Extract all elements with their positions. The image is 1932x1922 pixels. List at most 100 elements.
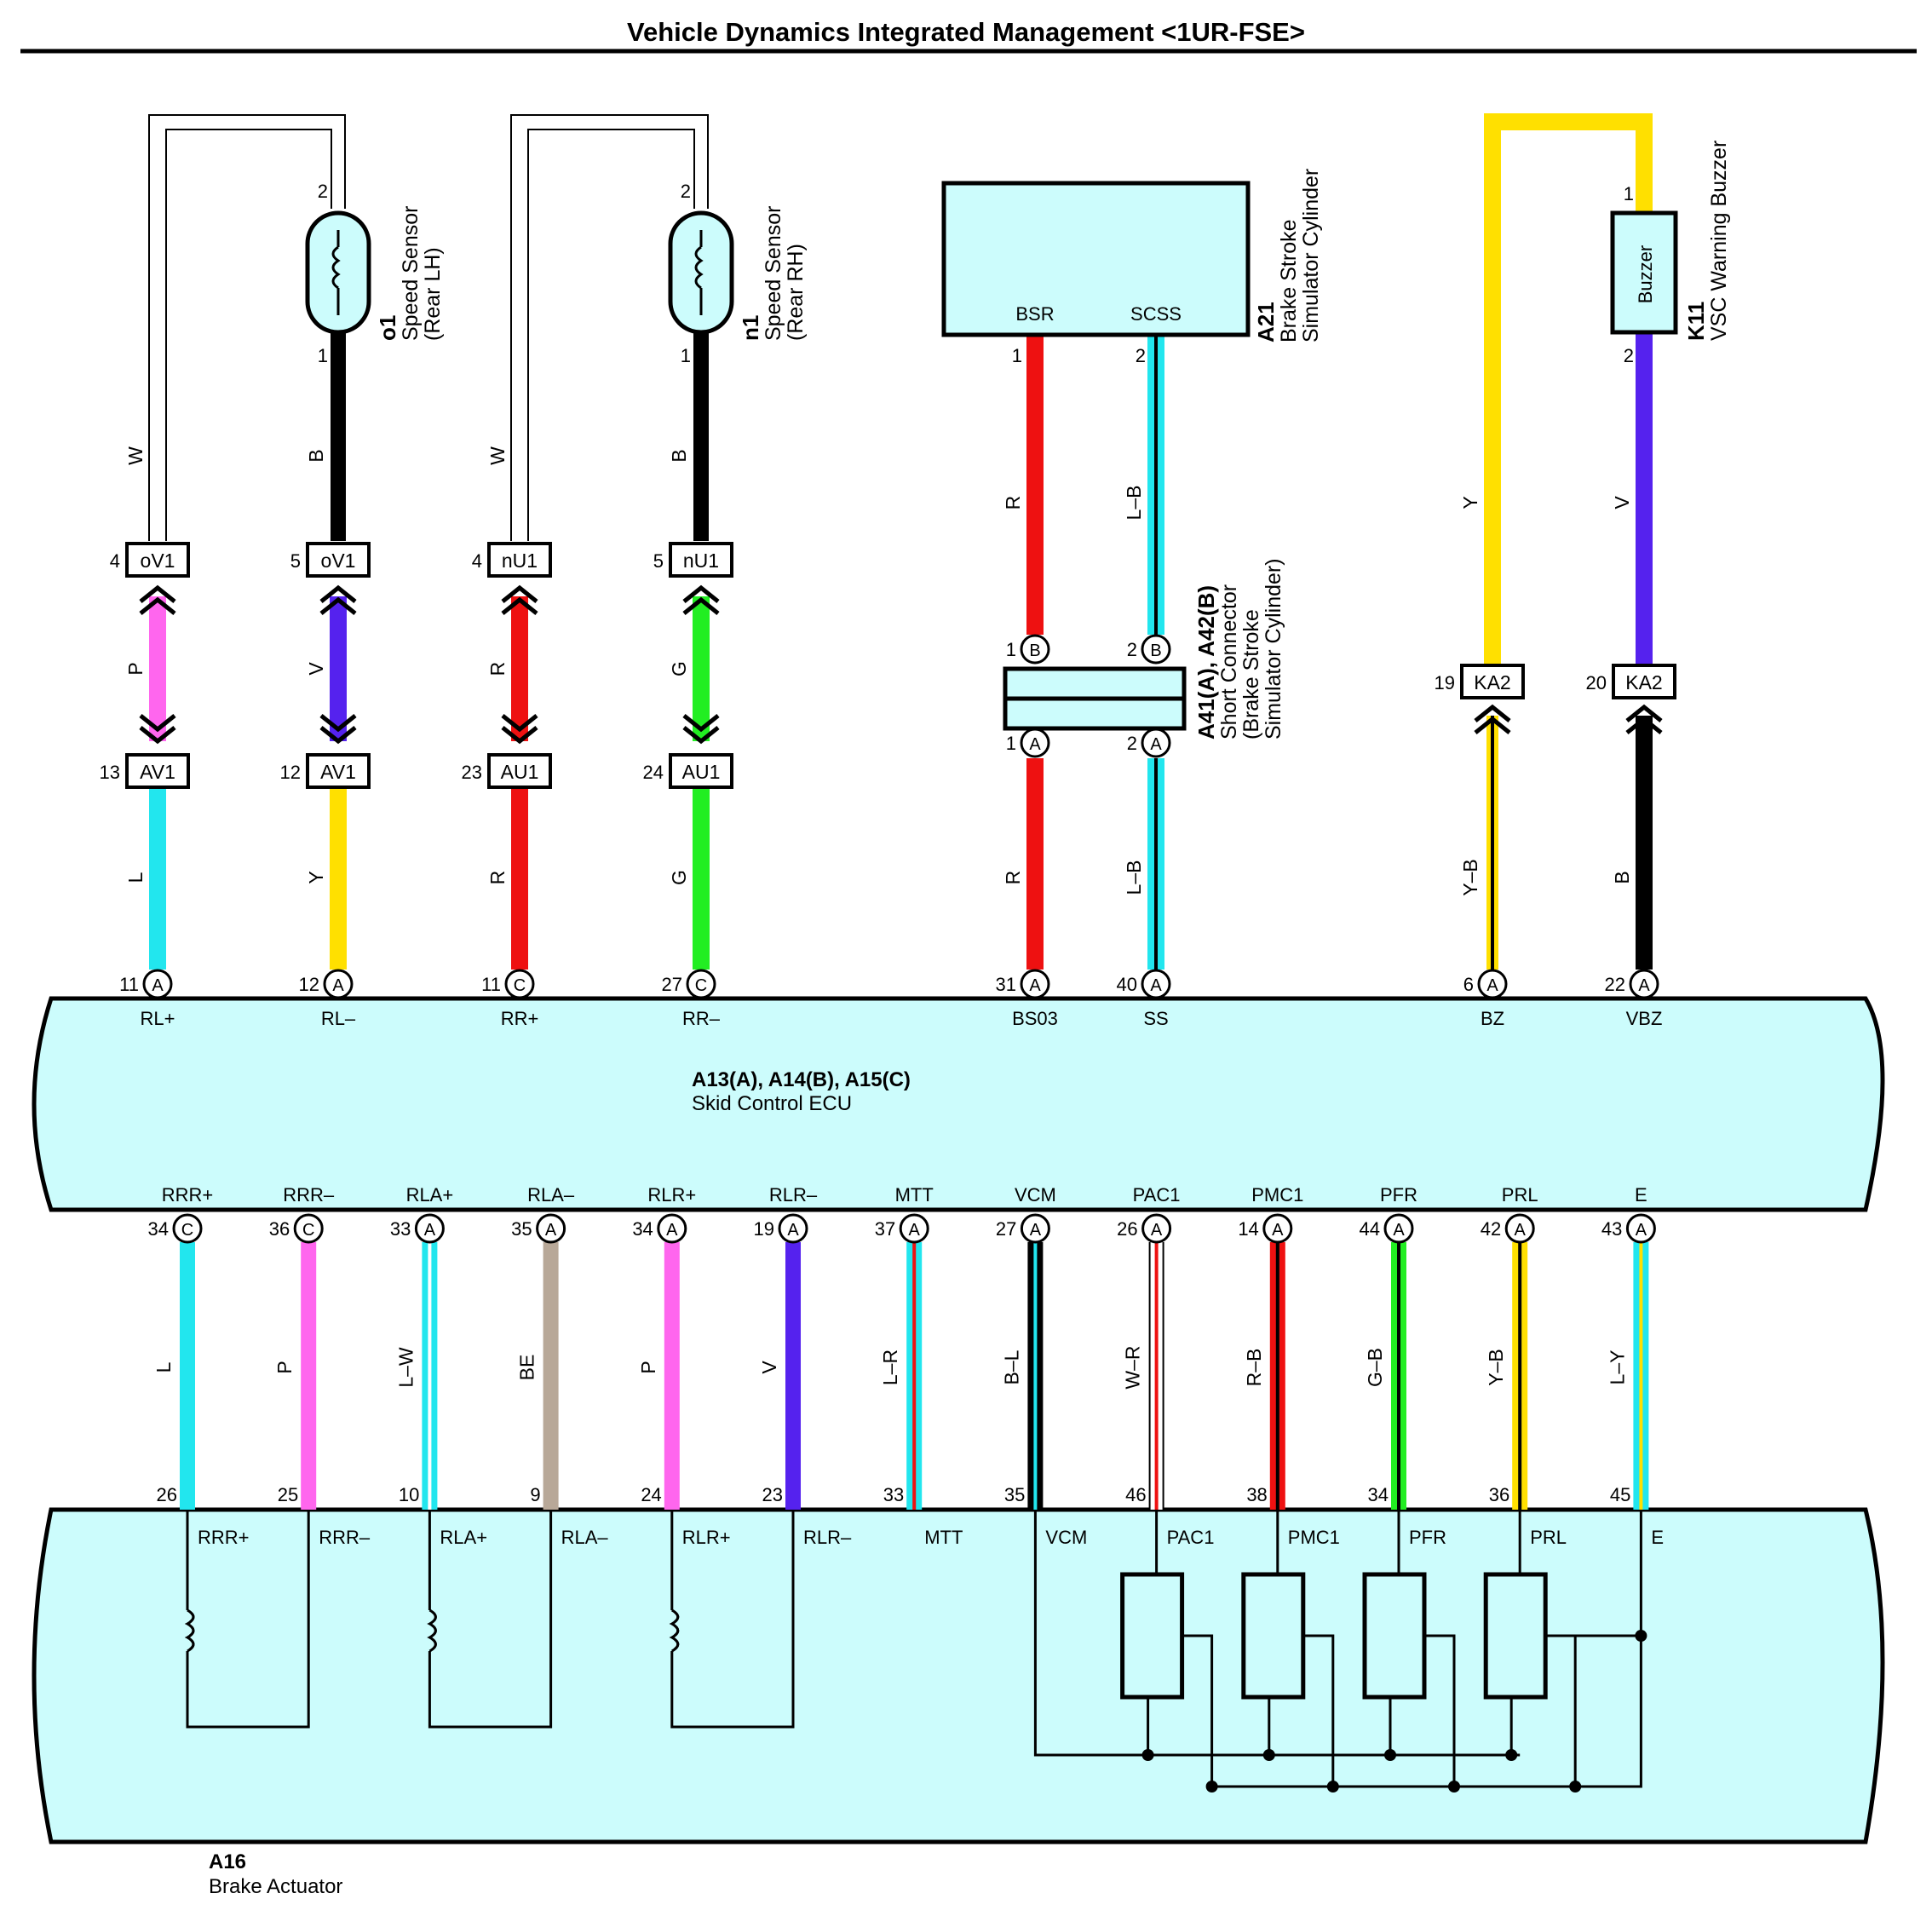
buzzer-circuit-1-conn-pin: 20 (1586, 672, 1607, 693)
lower-circuit-9-act-signal: PMC1 (1288, 1527, 1340, 1548)
lower-circuit-2-ecu-signal: RLA+ (406, 1184, 454, 1206)
upper-circuit-0-upper-wire: W (124, 446, 147, 465)
buzzer-circuit-0-ecu-circle-letter: A (1486, 976, 1498, 995)
lower-circuit-6-act-pin: 33 (883, 1484, 904, 1505)
buzzer-pin-bottom: 2 (1624, 345, 1634, 366)
lower-circuit-1-act-signal: RRR– (319, 1527, 371, 1548)
lower-circuit-3-act-pin: 9 (530, 1484, 540, 1505)
brake-circuit-0-low-label: R (1002, 871, 1024, 885)
lower-circuit-1-ecu-signal: RRR– (283, 1184, 335, 1206)
upper-circuit-2-conn-bot-label: AU1 (501, 761, 539, 783)
buzzer-circuit-1-conn-label: KA2 (1625, 671, 1662, 693)
lower-circuit-5-ecu-signal: RLR– (769, 1184, 818, 1206)
upper-circuit-1-conn-top-pin: 5 (290, 550, 301, 572)
lower-circuit-4-ecu-circle-letter: A (666, 1221, 678, 1240)
upper-circuit-3-signal: RR– (682, 1008, 721, 1029)
upper-circuit-2-conn-top-pin: 4 (472, 550, 482, 572)
lower-circuit-7-ecu-circle: A (1020, 1213, 1050, 1244)
brake-circuit-0-upper-label: R (1002, 496, 1024, 510)
a21-name: A21 (1253, 302, 1279, 342)
lower-circuit-0-act-pin: 26 (157, 1484, 177, 1505)
lower-circuit-11-ecu-pin: 42 (1481, 1218, 1501, 1240)
buzzer-circuit-1-low-label: B (1611, 871, 1633, 883)
upper-circuit-3-ecu-pin: 27 (662, 974, 682, 995)
upper-circuit-1-chevron-bot (319, 714, 357, 745)
lower-circuit-9-ecu-circle-letter: A (1272, 1221, 1284, 1240)
lower-circuit-5-act-pin: 23 (762, 1484, 783, 1505)
upper-circuit-3-low-wire-label: G (668, 870, 690, 885)
upper-circuit-1-conn-top-label: oV1 (321, 550, 356, 572)
lower-circuit-2-ecu-circle-letter: A (424, 1221, 436, 1240)
actuator-solenoid-1 (427, 1510, 553, 1729)
lower-circuit-7-act-signal: VCM (1045, 1527, 1087, 1548)
upper-circuit-2-ecu-pin: 11 (481, 974, 501, 995)
diagram-title: Vehicle Dynamics Integrated Management <… (627, 17, 1305, 47)
upper-circuit-0-conn-bot-label: AV1 (140, 761, 175, 783)
lower-circuit-2-ecu-circle: A (414, 1213, 445, 1244)
lower-circuit-9-act-pin: 38 (1246, 1484, 1267, 1505)
lower-circuit-9-ecu-circle: A (1262, 1213, 1293, 1244)
buzzer-circuit-1-signal: VBZ (1626, 1008, 1663, 1029)
upper-circuit-3-conn-bot-pin: 24 (643, 762, 664, 783)
lower-circuit-8-ecu-circle-letter: A (1151, 1221, 1163, 1240)
upper-circuit-0-chevron-bot (139, 714, 176, 745)
upper-circuit-0-conn-top-label: oV1 (141, 550, 175, 572)
lower-circuit-0-act-signal: RRR+ (198, 1527, 250, 1548)
lower-circuit-11-ecu-signal: PRL (1502, 1184, 1538, 1206)
lower-circuit-1-ecu-circle: C (293, 1213, 324, 1244)
ecu-desc: Skid Control ECU (692, 1092, 852, 1115)
buzzer-circuit-0-chevron (1474, 704, 1511, 734)
upper-circuit-3-upper-wire: B (668, 449, 690, 462)
short-connector-pin-a1: 1 (1006, 733, 1016, 754)
sensor-o1-name: o1 (375, 315, 400, 341)
actuator-name: A16 (209, 1850, 246, 1873)
pressure-sensor-2 (1362, 1572, 1427, 1700)
brake-circuit-1-low-label: L–B (1123, 860, 1145, 895)
sensor-n1-line2: (Rear RH) (784, 244, 808, 341)
buzzer-circuit-0-ecu-pin: 6 (1463, 974, 1474, 995)
upper-circuit-0-conn-top: oV1 4 (110, 542, 190, 578)
lower-circuit-10-act-pin: 34 (1368, 1484, 1389, 1505)
lower-circuit-10-ecu-circle-letter: A (1393, 1221, 1405, 1240)
pressure-sensor-1 (1241, 1572, 1306, 1700)
lower-circuit-5-act-signal: RLR– (803, 1527, 852, 1548)
upper-circuit-0-conn-top-pin: 4 (110, 550, 120, 572)
lower-circuit-5-ecu-circle-letter: A (787, 1221, 799, 1240)
lower-circuit-3-wire-label: BE (516, 1355, 538, 1381)
sensor-n1-name: n1 (738, 315, 763, 341)
lower-circuit-7-ecu-signal: VCM (1015, 1184, 1056, 1206)
short-connector-b1: B (1020, 634, 1050, 665)
lower-circuit-5-ecu-circle: A (778, 1213, 808, 1244)
sensor-n1-loop-wire (510, 114, 709, 541)
upper-circuit-3-conn-bot: AU1 24 (643, 753, 733, 789)
speed-sensor-o1 (305, 210, 371, 335)
lower-circuit-12-wire-label: L–Y (1606, 1350, 1628, 1385)
lower-circuit-4-ecu-pin: 34 (632, 1218, 653, 1240)
pressure-sensor-3 (1483, 1572, 1548, 1700)
upper-circuit-1-mid-wire-label: V (305, 662, 327, 676)
upper-circuit-1-signal: RL– (321, 1008, 356, 1029)
lower-circuit-0-wire-label: L (152, 1361, 175, 1372)
lower-circuit-4-wire-label: P (637, 1361, 659, 1373)
short-connector-b1-letter: B (1029, 642, 1040, 660)
sensor-o1-loop-wire (148, 114, 346, 541)
upper-circuit-2-mid-wire-label: R (486, 662, 509, 676)
upper-circuit-2-conn-bot-pin: 23 (462, 762, 482, 783)
buzzer-circuit-0-conn-pin: 19 (1435, 672, 1455, 693)
lower-circuit-8-wire-label: W–R (1122, 1345, 1144, 1389)
buzzer-circuit-0-low-label: Y–B (1459, 859, 1481, 895)
short-connector-name: A41(A), A42(B) (1193, 585, 1219, 739)
lower-circuit-6-act-signal: MTT (924, 1527, 963, 1548)
upper-circuit-3-conn-bot-label: AU1 (682, 761, 721, 783)
a21-pin-left: 1 (1012, 345, 1022, 366)
components-layer: oV14AV113AoV15AV112AnU14AU123CnU15AU124C… (100, 181, 1678, 1793)
upper-circuit-0-ecu-circle: A (142, 969, 173, 999)
lower-circuit-11-act-pin: 36 (1489, 1484, 1509, 1505)
upper-circuit-1-conn-bot-pin: 12 (280, 762, 301, 783)
upper-circuit-1-ecu-circle: A (323, 969, 354, 999)
speed-sensor-n1 (668, 210, 734, 335)
a21-pin-right: 2 (1136, 345, 1146, 366)
